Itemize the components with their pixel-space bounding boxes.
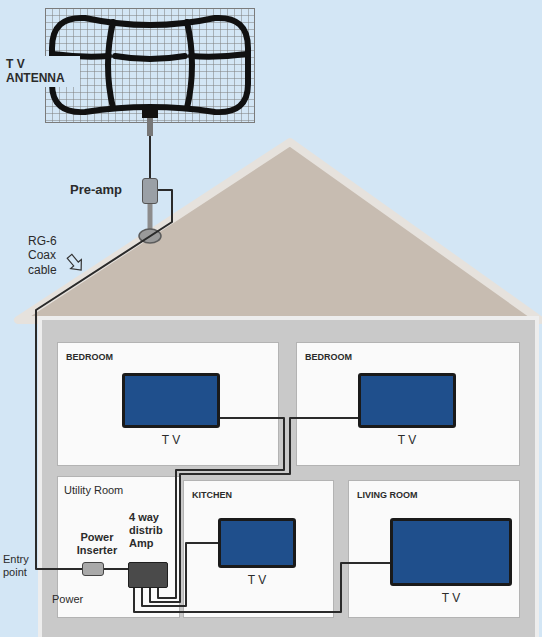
cable-arrow (64, 252, 86, 275)
tv-label: T V (122, 433, 220, 447)
tv-label: T V (358, 433, 456, 447)
room-box: BEDROOM T V (296, 342, 520, 466)
tv-screen: T V (390, 518, 512, 586)
antenna-element (187, 22, 192, 108)
antenna-label: T V ANTENNA (4, 56, 80, 87)
room-name: Utility Room (64, 484, 123, 497)
tv-screen: T V (358, 373, 456, 428)
mast-mount (139, 229, 161, 243)
coax-cable (149, 136, 151, 178)
distribution-amp: 4 way distrib Amp (128, 562, 168, 588)
roof (18, 142, 540, 320)
antenna-element (115, 56, 185, 59)
tv-screen: T V (218, 518, 296, 568)
pre-amp-label: Pre-amp (70, 182, 136, 198)
room-name: BEDROOM (66, 352, 113, 363)
device-label: Power Inserter (68, 531, 126, 557)
antenna-hub (142, 106, 158, 118)
pre-amp-box: Pre-amp (142, 178, 158, 204)
tv-screen: T V (122, 373, 220, 428)
tv-antenna: T V ANTENNA (45, 8, 255, 136)
antenna-element (52, 18, 248, 112)
antenna-element (191, 54, 247, 57)
room-name: BEDROOM (305, 352, 352, 363)
entry-label: Entry point (3, 553, 37, 579)
power-inserter: Power Inserter (82, 562, 104, 576)
room-box: LIVING ROOM T V (348, 480, 520, 618)
tv-label: T V (390, 591, 512, 605)
antenna-element (108, 22, 113, 108)
room-name: LIVING ROOM (357, 490, 418, 501)
house-wall (40, 318, 537, 637)
room-box: KITCHEN T V (183, 480, 334, 618)
tv-label: T V (218, 573, 296, 587)
cable-label: RG-6 Coax cable (28, 234, 68, 277)
device-label: 4 way distrib Amp (129, 511, 175, 551)
room-name: KITCHEN (192, 490, 232, 501)
antenna-stub (147, 118, 153, 136)
power-label: Power (52, 593, 83, 606)
room-box: BEDROOM T V (57, 342, 279, 466)
hollow-arrow (64, 252, 86, 275)
